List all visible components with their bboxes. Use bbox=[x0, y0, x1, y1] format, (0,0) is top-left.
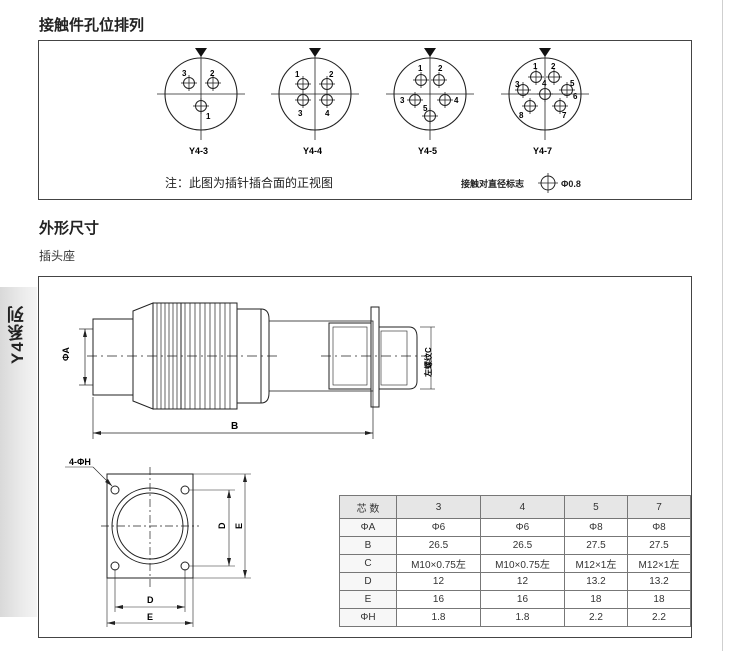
pin-label: 6 bbox=[573, 92, 578, 101]
table-cell: C bbox=[339, 554, 397, 573]
table-cell: 18 bbox=[563, 590, 628, 609]
table-cell: 1.8 bbox=[479, 608, 565, 627]
pin-label: 2 bbox=[210, 69, 215, 78]
table-cell: M12×1左 bbox=[563, 554, 628, 573]
table-row: ΦH 1.8 1.8 2.2 2.2 bbox=[339, 608, 692, 627]
table-cell: 27.5 bbox=[626, 536, 692, 555]
layout-y4-7: 1 2 3 4 5 6 7 8 Y4-7 bbox=[500, 47, 590, 156]
table-header-cell: 4 bbox=[479, 495, 565, 519]
pin-label: 5 bbox=[570, 79, 575, 88]
table-cell: D bbox=[339, 572, 397, 591]
layout-name: Y4-5 bbox=[418, 146, 437, 156]
table-cell: 27.5 bbox=[563, 536, 628, 555]
layout-name: Y4-7 bbox=[533, 146, 552, 156]
pin-label: 2 bbox=[329, 70, 334, 79]
table-cell: 13.2 bbox=[626, 572, 692, 591]
pin-label: 5 bbox=[423, 104, 428, 113]
table-cell: M12×1左 bbox=[626, 554, 692, 573]
pin-label: 4 bbox=[542, 79, 547, 88]
legend-value: Φ0.8 bbox=[561, 179, 581, 189]
section-subtitle: 插头座 bbox=[39, 249, 76, 263]
layout-name: Y4-4 bbox=[303, 146, 322, 156]
section-title-pin-layout: 接触件孔位排列 bbox=[39, 17, 145, 34]
table-cell: ΦH bbox=[339, 608, 397, 627]
table-cell: 18 bbox=[626, 590, 692, 609]
page-edge-line bbox=[722, 0, 723, 651]
table-cell: 2.2 bbox=[563, 608, 628, 627]
flange-front-view bbox=[65, 466, 251, 627]
layout-y4-3: 3 2 1 Y4-3 bbox=[156, 47, 246, 156]
dim-d-bottom: D bbox=[147, 595, 154, 605]
legend-pin-icon bbox=[538, 173, 558, 193]
pin-label: 3 bbox=[400, 96, 405, 105]
dim-e-side: E bbox=[234, 523, 244, 529]
table-row: D 12 12 13.2 13.2 bbox=[339, 572, 692, 591]
table-cell: M10×0.75左 bbox=[479, 554, 565, 573]
table-cell: M10×0.75左 bbox=[396, 554, 481, 573]
table-header-cell: 3 bbox=[396, 495, 481, 519]
dim-thread-c: 左螺纹C bbox=[423, 347, 433, 378]
table-row: E 16 16 18 18 bbox=[339, 590, 692, 609]
table-row: B 26.5 26.5 27.5 27.5 bbox=[339, 536, 692, 555]
table-cell: B bbox=[339, 536, 397, 555]
pin-label: 3 bbox=[182, 69, 187, 78]
table-cell: 12 bbox=[479, 572, 565, 591]
table-cell: 2.2 bbox=[626, 608, 692, 627]
socket-side-view bbox=[321, 306, 435, 408]
table-header-cell: 芯 数 bbox=[339, 495, 397, 519]
pin-layout-drawing: 3 2 1 Y4-3 1 2 3 4 Y4-4 1 2 bbox=[156, 47, 590, 193]
pin-label: 3 bbox=[515, 80, 520, 89]
table-row: C M10×0.75左 M10×0.75左 M12×1左 M12×1左 bbox=[339, 554, 692, 573]
table-row: ΦA Φ6 Φ6 Φ8 Φ8 bbox=[339, 518, 692, 537]
pin-label: 1 bbox=[206, 112, 211, 121]
pin-label: 1 bbox=[533, 62, 538, 71]
pin-label: 3 bbox=[298, 109, 303, 118]
pin-label: 2 bbox=[438, 64, 443, 73]
table-cell: Φ8 bbox=[626, 518, 692, 537]
side-tab-label: Y4系列 bbox=[8, 305, 27, 365]
pin-label: 2 bbox=[551, 62, 556, 71]
layout-name: Y4-3 bbox=[189, 146, 208, 156]
table-cell: ΦA bbox=[339, 518, 397, 537]
pin-label: 1 bbox=[295, 70, 300, 79]
plug-side-view bbox=[79, 302, 374, 439]
table-cell: Φ6 bbox=[396, 518, 481, 537]
dim-4-phi-h: 4-ΦH bbox=[69, 457, 91, 467]
table-cell: Φ6 bbox=[479, 518, 565, 537]
layout-y4-5: 1 2 3 4 5 Y4-5 bbox=[385, 47, 475, 156]
dim-e-bottom: E bbox=[147, 612, 153, 622]
table-cell: E bbox=[339, 590, 397, 609]
pin-label: 7 bbox=[562, 111, 567, 120]
table-cell: 26.5 bbox=[479, 536, 565, 555]
pin-layout-box: 3 2 1 Y4-3 1 2 3 4 Y4-4 1 2 bbox=[38, 40, 692, 200]
legend-label: 接触对直径标志 bbox=[461, 178, 524, 189]
table-cell: 1.8 bbox=[396, 608, 481, 627]
layout-y4-4: 1 2 3 4 Y4-4 bbox=[270, 47, 360, 156]
table-cell: 12 bbox=[396, 572, 481, 591]
spec-table: 芯 数 3 4 5 7 ΦA Φ6 Φ6 Φ8 Φ8 B 26.5 26.5 2… bbox=[339, 495, 692, 627]
pin-label: 4 bbox=[325, 109, 330, 118]
side-tab bbox=[0, 287, 37, 617]
pin-label: 4 bbox=[454, 96, 459, 105]
pin-label: 1 bbox=[418, 64, 423, 73]
dim-d-side: D bbox=[217, 522, 227, 529]
pin-layout-note: 注：此图为插针插合面的正视图 bbox=[165, 175, 333, 190]
table-cell: 16 bbox=[396, 590, 481, 609]
pin-label: 8 bbox=[519, 111, 524, 120]
table-header-row: 芯 数 3 4 5 7 bbox=[339, 495, 692, 519]
dim-b: B bbox=[231, 421, 238, 432]
table-cell: Φ8 bbox=[563, 518, 628, 537]
dim-phi-a: ΦA bbox=[61, 347, 71, 361]
table-cell: 26.5 bbox=[396, 536, 481, 555]
section-title-dimensions: 外形尺寸 bbox=[39, 220, 100, 237]
table-header-cell: 5 bbox=[563, 495, 628, 519]
table-header-cell: 7 bbox=[626, 495, 692, 519]
table-cell: 13.2 bbox=[563, 572, 628, 591]
table-cell: 16 bbox=[479, 590, 565, 609]
dimension-drawing: ΦA B 左螺纹C bbox=[61, 302, 435, 627]
